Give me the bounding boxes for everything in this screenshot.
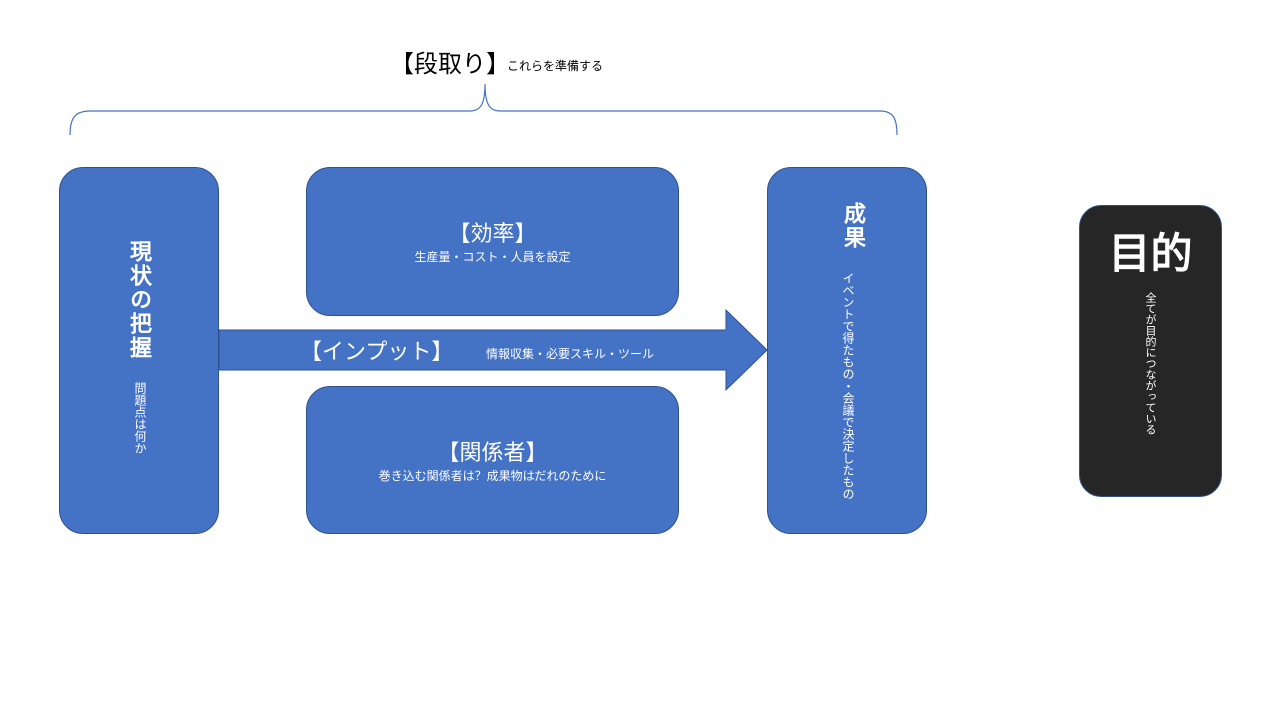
stakeholders-subtitle: 巻き込む関係者は？成果物はだれのために xyxy=(378,469,607,483)
input-arrow-subtitle: 情報収集・必要スキル・ツール xyxy=(486,347,655,361)
result-title: 成果 xyxy=(840,202,865,250)
brace-path xyxy=(69,83,898,136)
efficiency-title: 【効率】 xyxy=(448,222,537,247)
current-state-title: 現状の把握 xyxy=(126,240,151,360)
header-title: 【段取り】 xyxy=(390,50,510,78)
input-arrow-title: 【インプット】 xyxy=(300,340,454,365)
efficiency-subtitle: 生産量・コスト・人員を設定 xyxy=(414,250,571,264)
current-state-box: 現状の把握 問題点は何か xyxy=(59,167,219,534)
result-box: 成果 イベントで得たもの・会議で決定したもの xyxy=(767,167,927,534)
purpose-title: 目的 xyxy=(1108,229,1193,278)
stakeholders-box: 【関係者】 巻き込む関係者は？成果物はだれのために xyxy=(306,386,679,534)
stakeholders-title: 【関係者】 xyxy=(437,441,548,466)
purpose-subtitle: 全てが目的につながっている xyxy=(1144,292,1157,435)
header-subtitle: これらを準備する xyxy=(507,59,604,73)
result-subtitle: イベントで得たもの・会議で決定したもの xyxy=(841,272,855,500)
efficiency-box: 【効率】 生産量・コスト・人員を設定 xyxy=(306,167,679,316)
current-state-subtitle: 問題点は何か xyxy=(133,382,147,454)
purpose-box: 目的 全てが目的につながっている xyxy=(1079,205,1222,497)
arrow-shape xyxy=(218,308,768,392)
